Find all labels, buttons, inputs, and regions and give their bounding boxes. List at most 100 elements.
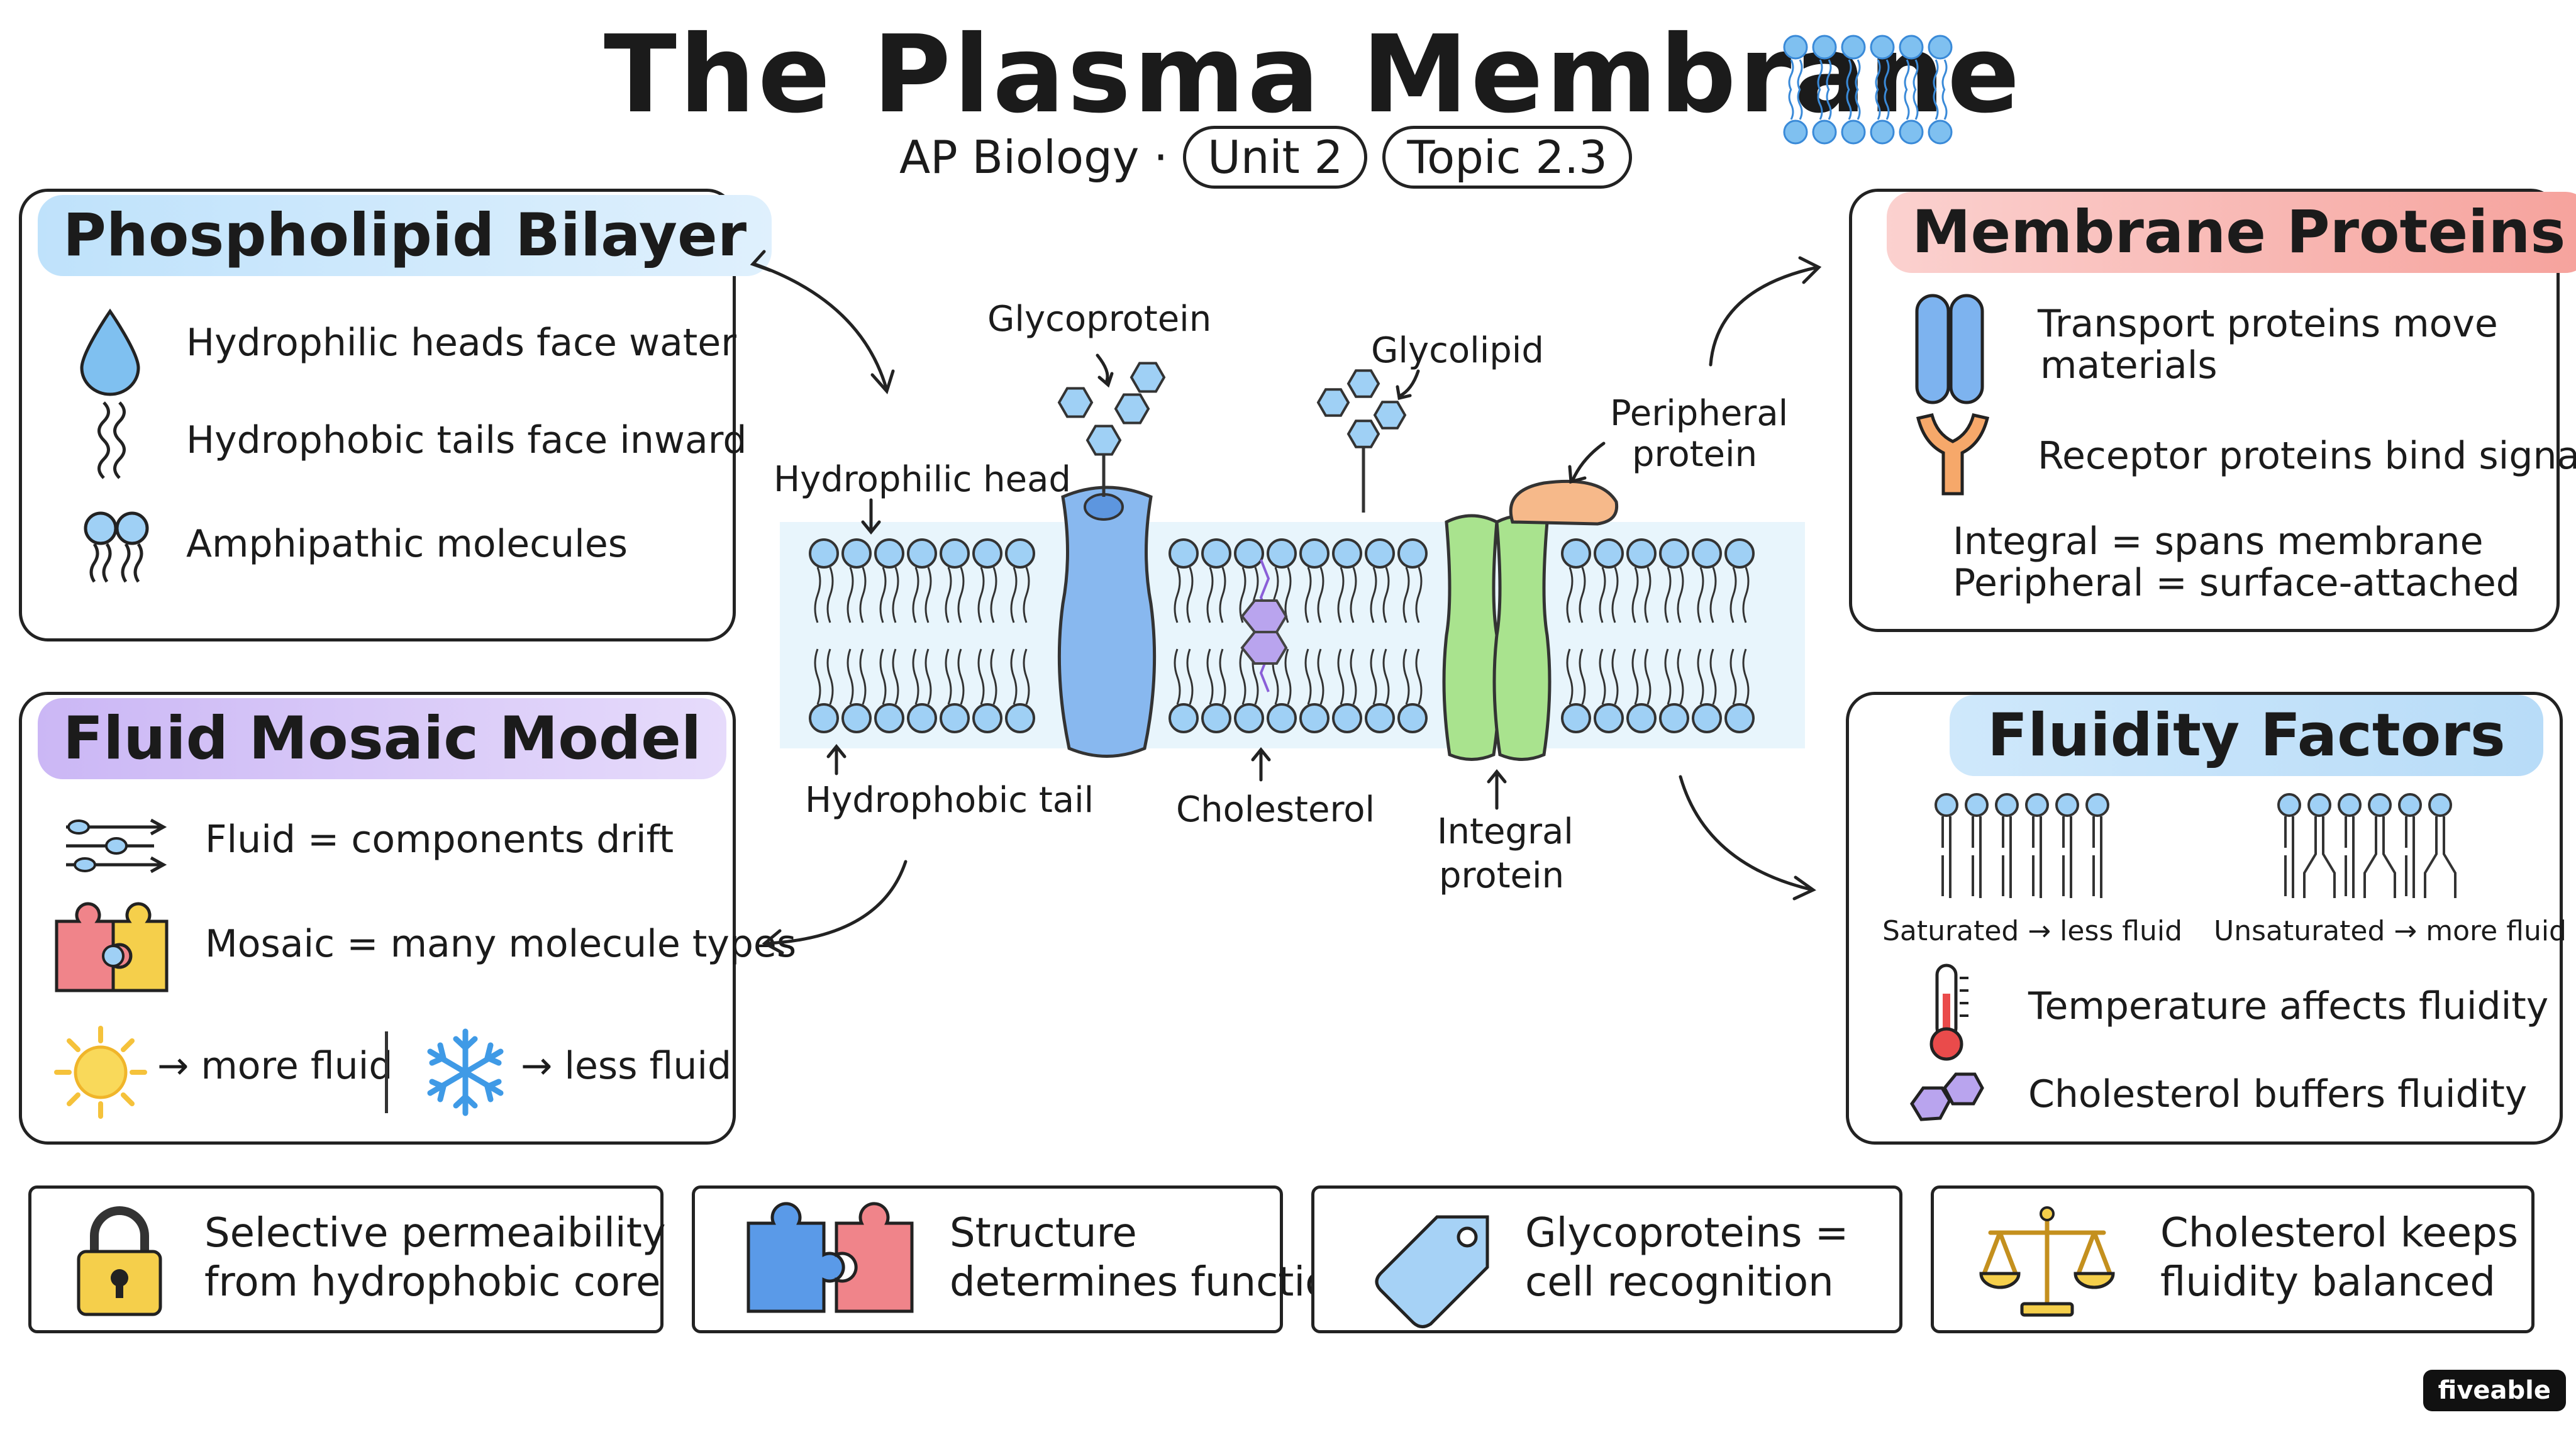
transport-protein-icon — [1915, 294, 1984, 404]
drift-arrows-icon — [66, 818, 167, 874]
phospholipid-head — [1692, 538, 1722, 569]
amphipathic-icon — [84, 511, 149, 583]
glycolipid-label: Glycolipid — [1371, 330, 1544, 371]
proteins-item-1: Transport proteins move — [2038, 302, 2498, 346]
balance-scale-icon — [1979, 1206, 2115, 1317]
phospholipid-head — [1626, 703, 1657, 733]
integral-definition: Integral = spans membrane — [1953, 519, 2484, 564]
phospholipid-head — [874, 538, 904, 569]
glycoprotein-sugars — [1057, 362, 1166, 456]
hydrophobic-tail-label: Hydrophobic tail — [805, 780, 1094, 821]
phospholipid-head — [1299, 703, 1330, 733]
bilayer-logo-icon — [1783, 35, 1953, 145]
proteins-panel-title: Membrane Proteins — [1887, 192, 2576, 273]
phospholipid-head — [1365, 703, 1395, 733]
phospholipid-head — [1397, 703, 1428, 733]
footer-3-line-2: cell recognition — [1525, 1259, 1834, 1306]
phospholipid-head — [1561, 703, 1591, 733]
phospholipid-head — [972, 703, 1002, 733]
peripheral-protein — [1509, 479, 1619, 526]
footer-4-line-2: fluidity balanced — [2160, 1259, 2496, 1306]
phospholipid-head — [1724, 703, 1755, 733]
lock-icon — [77, 1206, 162, 1316]
warm-label: → more fluid — [157, 1044, 393, 1088]
brand-logo: fiveable — [2423, 1370, 2566, 1411]
phospholipid-head — [1005, 538, 1035, 569]
phospholipid-head — [874, 703, 904, 733]
fluidity-item-1: Temperature affects fluidity — [2028, 984, 2549, 1028]
receptor-protein-icon — [1916, 413, 1990, 496]
fluid-panel-title: Fluid Mosaic Model — [38, 698, 727, 779]
phospholipid-head — [1234, 538, 1264, 569]
phospholipid-head — [907, 703, 937, 733]
phospholipid-head — [1659, 703, 1689, 733]
fluid-item-2: Mosaic = many molecule types — [205, 922, 797, 966]
phospholipid-head — [841, 538, 872, 569]
footer-1-line-1: Selective permeaibility — [204, 1210, 666, 1257]
glycoprotein-label: Glycoprotein — [987, 299, 1212, 340]
fluidity-panel-title: Fluidity Factors — [1950, 695, 2543, 776]
bilayer-item-3: Amphipathic molecules — [186, 522, 628, 566]
water-drop-icon — [80, 308, 140, 396]
bilayer-item-1: Hydrophilic heads face water — [186, 321, 736, 365]
phospholipid-head — [1397, 538, 1428, 569]
cholesterol-label: Cholesterol — [1176, 789, 1375, 830]
phospholipid-head — [1169, 703, 1199, 733]
integral-label-2: protein — [1439, 855, 1565, 896]
puzzle-pieces-icon — [55, 902, 169, 992]
footer-1-line-2: from hydrophobic core — [204, 1259, 661, 1306]
footer-2-line-1: Structure — [950, 1210, 1137, 1257]
bilayer-panel-title: Phospholipid Bilayer — [38, 195, 772, 276]
phospholipid-head — [972, 538, 1002, 569]
phospholipid-head — [1299, 538, 1330, 569]
phospholipid-head — [940, 703, 970, 733]
divider — [385, 1031, 388, 1113]
fluidity-item-2: Cholesterol buffers fluidity — [2028, 1072, 2528, 1116]
hydrophilic-head-label: Hydrophilic head — [774, 459, 1071, 500]
thermometer-icon — [1929, 963, 1968, 1061]
phospholipid-head — [940, 538, 970, 569]
glycolipid-sugars — [1316, 369, 1407, 448]
cold-label: → less fluid — [521, 1044, 732, 1088]
glycoprotein-channel — [1057, 486, 1157, 758]
phospholipid-head — [1365, 538, 1395, 569]
saturated-label: Saturated → less fluid — [1882, 915, 2183, 947]
peripheral-definition: Peripheral = surface-attached — [1953, 561, 2520, 605]
phospholipid-head — [1005, 703, 1035, 733]
puzzle-icon — [747, 1202, 914, 1313]
phospholipid-head — [841, 703, 872, 733]
phospholipid-head — [1594, 703, 1624, 733]
phospholipid-head — [1626, 538, 1657, 569]
phospholipid-head — [1659, 538, 1689, 569]
cholesterol-icon — [1910, 1072, 1984, 1121]
phospholipid-head — [1267, 703, 1297, 733]
phospholipid-head — [1724, 538, 1755, 569]
phospholipid-head — [809, 703, 839, 733]
footer-3-line-1: Glycoproteins = — [1525, 1210, 1849, 1257]
unit-badge: Unit 2 — [1183, 126, 1368, 189]
fluid-item-1: Fluid = components drift — [205, 818, 674, 862]
phospholipid-head — [907, 538, 937, 569]
topic-badge: Topic 2.3 — [1382, 126, 1632, 189]
tag-icon — [1375, 1215, 1489, 1328]
proteins-item-1-cont: materials — [2040, 343, 2218, 387]
subject-label: AP Biology · — [899, 131, 1169, 184]
phospholipid-head — [1267, 538, 1297, 569]
unsaturated-label: Unsaturated → more fluid — [2214, 915, 2567, 947]
phospholipid-head — [1234, 703, 1264, 733]
phospholipid-head — [1332, 538, 1362, 569]
peripheral-label-2: protein — [1632, 434, 1758, 475]
phospholipid-head — [1201, 703, 1231, 733]
saturated-lipids-icon — [1935, 793, 2109, 898]
tails-icon — [97, 401, 126, 479]
footer-4-line-1: Cholesterol keeps — [2160, 1210, 2519, 1257]
snowflake-icon — [427, 1028, 504, 1116]
phospholipid-head — [1561, 538, 1591, 569]
phospholipid-head — [1594, 538, 1624, 569]
footer-2-line-2: determines function — [950, 1259, 1355, 1306]
page-title: The Plasma Membrane — [604, 13, 2023, 137]
cholesterol-molecule — [1240, 559, 1288, 692]
phospholipid-head — [1332, 703, 1362, 733]
